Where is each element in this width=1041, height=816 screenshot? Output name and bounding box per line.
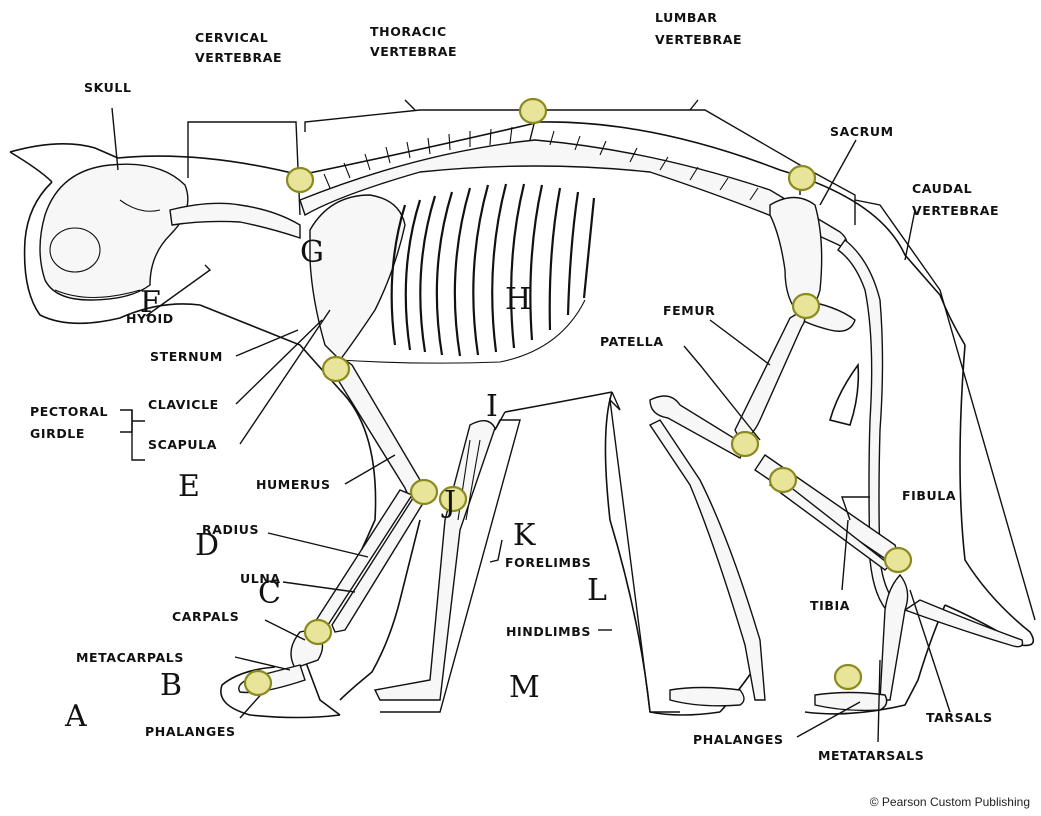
label-phalanges-fore: PHALANGES <box>145 724 236 739</box>
label-clavicle: CLAVICLE <box>148 397 219 412</box>
marker-fore-paw <box>245 671 271 695</box>
marker-ankle <box>885 548 911 572</box>
label-sacrum: SACRUM <box>830 124 894 139</box>
marker-knee <box>732 432 758 456</box>
letter-m: M <box>509 670 540 705</box>
marker-sacrum <box>789 166 815 190</box>
label-tibia: TIBIA <box>810 598 850 613</box>
label-thoracic-2: VERTEBRAE <box>370 44 457 59</box>
label-cervical-2: VERTEBRAE <box>195 50 282 65</box>
copyright-credit: © Pearson Custom Publishing <box>870 795 1030 809</box>
label-hindlimbs: HINDLIMBS <box>506 624 591 639</box>
label-pectoral: PECTORAL <box>30 404 108 419</box>
letter-e: E <box>178 469 200 504</box>
label-skull: SKULL <box>84 80 132 95</box>
letter-g: G <box>300 235 324 270</box>
label-thoracic-1: THORACIC <box>370 24 447 39</box>
label-femur: FEMUR <box>663 303 715 318</box>
label-phalanges-hind: PHALANGES <box>693 732 784 747</box>
marker-hind-paw <box>835 665 861 689</box>
marker-neck <box>287 168 313 192</box>
label-lumbar-2: VERTEBRAE <box>655 32 742 47</box>
label-caudal-2: VERTEBRAE <box>912 203 999 218</box>
marker-hip <box>793 294 819 318</box>
label-humerus: HUMERUS <box>256 477 331 492</box>
letter-j: J <box>441 485 456 520</box>
label-fibula: FIBULA <box>902 488 956 503</box>
label-girdle: GIRDLE <box>30 426 85 441</box>
label-carpals: CARPALS <box>172 609 239 624</box>
label-forelimbs: FORELIMBS <box>505 555 591 570</box>
letter-k: K <box>513 518 536 553</box>
letter-d: D <box>195 528 219 563</box>
letter-b: B <box>160 668 182 703</box>
marker-tibia-head <box>770 468 796 492</box>
label-tarsals: TARSALS <box>926 710 993 725</box>
letter-c: C <box>258 576 281 611</box>
label-metatarsals: METATARSALS <box>818 748 924 763</box>
label-patella: PATELLA <box>600 334 664 349</box>
skull-drawing <box>40 164 188 300</box>
bone-labels: SKULL CERVICAL VERTEBRAE THORACIC VERTEB… <box>30 10 999 763</box>
leader-lines <box>112 108 950 742</box>
marker-wrist <box>305 620 331 644</box>
label-metacarpals: METACARPALS <box>76 650 184 665</box>
label-cervical-1: CERVICAL <box>195 30 268 45</box>
letter-l: L <box>587 573 607 608</box>
marker-elbow <box>411 480 437 504</box>
marker-thoracic <box>520 99 546 123</box>
label-sternum: STERNUM <box>150 349 223 364</box>
label-lumbar-1: LUMBAR <box>655 10 718 25</box>
marker-shoulder <box>323 357 349 381</box>
letter-f: F <box>140 285 161 320</box>
letter-i: I <box>486 389 498 424</box>
letter-a: A <box>64 699 87 734</box>
label-scapula: SCAPULA <box>148 437 217 452</box>
letter-h: H <box>505 282 531 317</box>
label-caudal-1: CAUDAL <box>912 181 972 196</box>
